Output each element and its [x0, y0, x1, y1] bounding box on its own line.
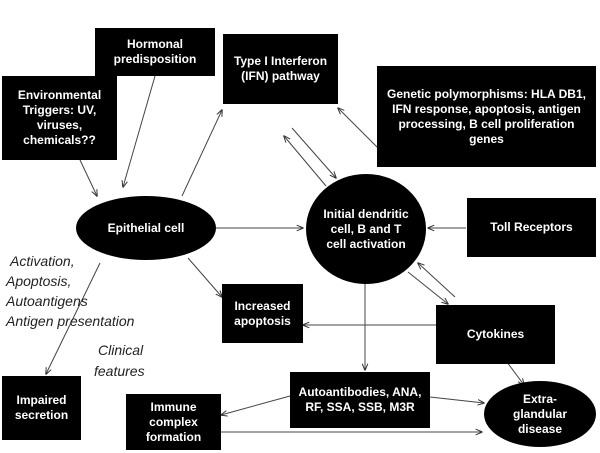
annotation-antigen-presentation: Antigen presentation [6, 313, 135, 329]
arrow-autoantibodies-to-extraglandular [429, 396, 484, 403]
annotation-apoptosis: Apoptosis, [6, 273, 72, 289]
genetic-polymorphisms-box: Genetic polymorphisms: HLA DB1, IFN resp… [377, 66, 596, 167]
arrow-epithelial-to-apoptosis [187, 257, 222, 297]
extraglandular-disease-ellipse: Extra-glandular disease [484, 381, 596, 447]
hormonal-predisposition-box: Hormonal predisposition [95, 28, 215, 76]
arrow-autoantibodies-to-immune-complex [221, 395, 291, 415]
arrow-epithelial-to-ifn [181, 110, 222, 197]
epithelial-cell-ellipse: Epithelial cell [76, 196, 216, 260]
arrow-ifn-to-activation [291, 127, 336, 178]
arrow-epithelial-to-impaired [46, 262, 101, 374]
annotation-activation: Activation, [10, 253, 75, 269]
arrow-activation-to-cytokines [407, 271, 448, 304]
environmental-triggers-box: Environmental Triggers: UV, viruses, che… [2, 76, 117, 160]
annotation-autoantigens: Autoantigens [6, 293, 88, 309]
arrow-environmental-to-epithelial [79, 159, 97, 196]
arrow-activation-to-ifn [284, 136, 327, 187]
cytokines-box: Cytokines [436, 305, 555, 364]
toll-receptors-box: Toll Receptors [467, 198, 596, 257]
ifn-pathway-box: Type I Interferon (IFN) pathway [223, 34, 338, 104]
autoantibodies-box: Autoantibodies, ANA, RF, SSA, SSB, M3R [290, 372, 430, 428]
impaired-secretion-box: Impaired secretion [2, 376, 81, 440]
immune-complex-box: Immune complex formation [126, 394, 221, 450]
initial-activation-ellipse: Initial dendritic cell, B and T cell act… [306, 174, 426, 284]
annotation-clinical: Clinical [98, 342, 144, 358]
annotation-features: features [94, 363, 145, 379]
arrow-cytokines-to-activation [418, 263, 456, 298]
increased-apoptosis-box: Increased apoptosis [222, 284, 303, 343]
arrow-hormonal-to-epithelial [123, 75, 156, 187]
arrow-genetic-to-ifn [338, 108, 381, 151]
